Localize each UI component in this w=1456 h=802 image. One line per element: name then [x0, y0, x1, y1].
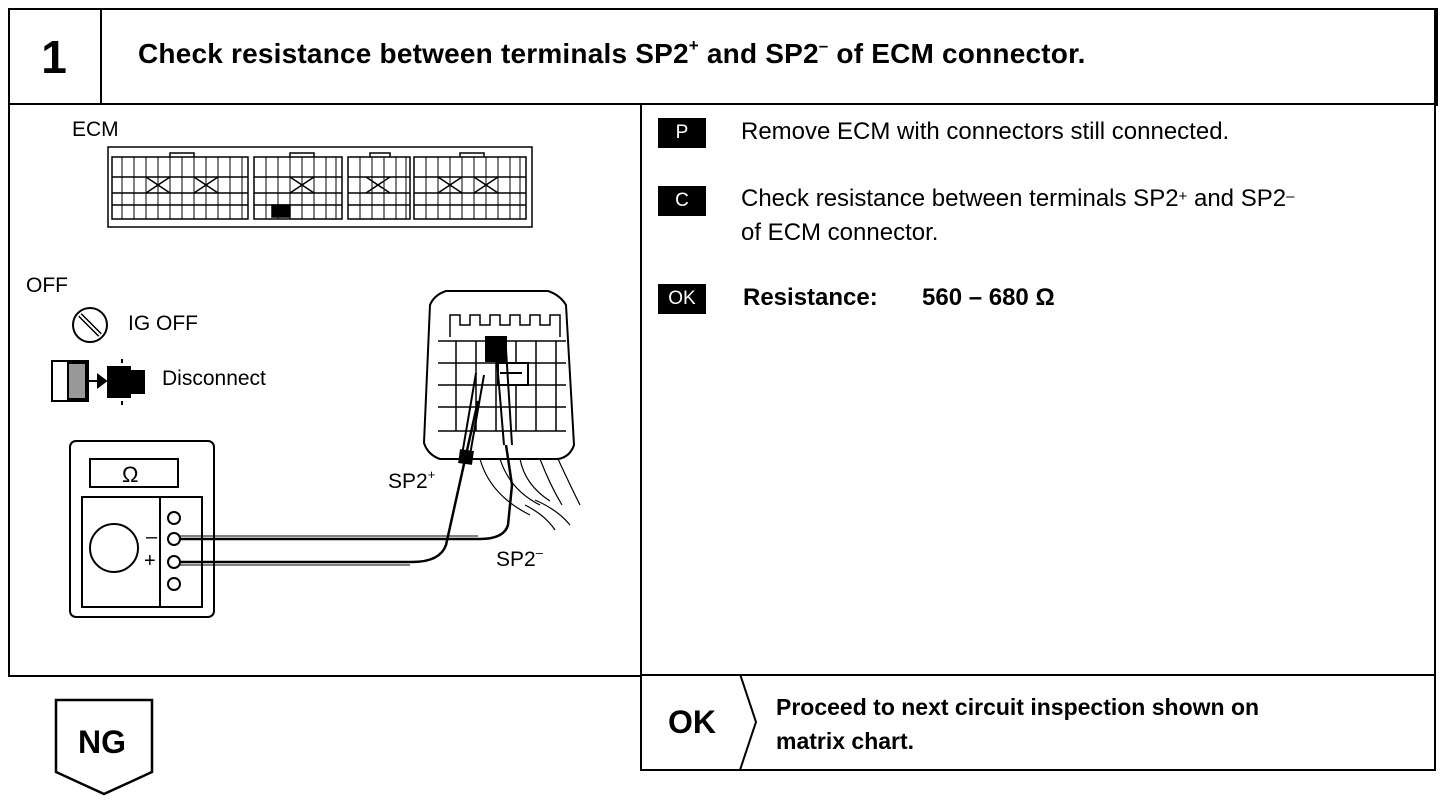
- connector-with-probes: [422, 290, 581, 531]
- instruction-panel-bottom: [640, 674, 1436, 676]
- c-line1-minus: –: [1286, 188, 1295, 205]
- test-leads: [180, 400, 514, 566]
- ok-box-bottom: [640, 769, 1436, 771]
- ok-result-line1: Proceed to next circuit inspection shown…: [776, 694, 1260, 720]
- step-title-mid: and SP2: [698, 38, 819, 69]
- disconnect-label: Disconnect: [162, 367, 266, 390]
- sp2-plus-label: SP2+: [388, 467, 436, 494]
- sp2-plus-base: SP2: [388, 470, 428, 493]
- step-title-post: of ECM connector.: [828, 38, 1086, 69]
- meter-minus-sign: –: [146, 526, 158, 548]
- ecm-connector-illustration: [107, 146, 533, 228]
- step-title-minus: –: [818, 36, 829, 55]
- step-header-frame: [8, 8, 1438, 106]
- step-number: 1: [41, 31, 67, 83]
- c-line1-mid: and SP2: [1187, 185, 1287, 212]
- step-title: Check resistance between terminals SP2+ …: [138, 36, 1086, 70]
- off-label: OFF: [26, 274, 68, 297]
- ohm-symbol: Ω: [122, 462, 139, 487]
- step-number-cell: 1: [8, 8, 102, 104]
- diagram-panel: [8, 103, 642, 677]
- step-title-pre: Check resistance between terminals SP2: [138, 38, 689, 69]
- c-instruction-line2: of ECM connector.: [741, 219, 939, 246]
- sp2-plus-sup: +: [427, 467, 436, 482]
- step-title-plus: +: [688, 36, 699, 55]
- ok-badge: OK: [658, 284, 706, 314]
- meter-plus-sign: +: [144, 550, 156, 572]
- ng-result-label: NG: [78, 724, 126, 760]
- c-badge: C: [658, 186, 706, 216]
- wiring-diagram: [51, 146, 581, 618]
- sp2-minus-base: SP2: [496, 548, 536, 571]
- resistance-label: Resistance:: [743, 284, 878, 311]
- p-badge: P: [658, 118, 706, 148]
- right-border: [1434, 8, 1436, 771]
- ig-off-label: IG OFF: [128, 312, 198, 335]
- ng-arrow-shape: [54, 698, 154, 796]
- c-line1-plus: +: [1178, 188, 1188, 205]
- c-line1-pre: Check resistance between terminals SP2: [741, 185, 1179, 212]
- ok-chevron-divider: [739, 674, 758, 771]
- sp2-minus-label: SP2–: [496, 545, 543, 572]
- panel-divider: [640, 103, 642, 771]
- ok-result-line2: matrix chart.: [776, 728, 915, 754]
- ohmmeter-illustration: [69, 440, 215, 618]
- ignition-switch-icon: [72, 307, 108, 343]
- resistance-value: 560 – 680 Ω: [922, 284, 1055, 311]
- ok-result-label: OK: [668, 704, 716, 740]
- header-divider: [8, 103, 1438, 105]
- sp2-minus-sup: –: [535, 545, 543, 560]
- disconnect-connector-icon: [51, 359, 145, 405]
- c-instruction-line1: Check resistance between terminals SP2+ …: [741, 182, 1294, 216]
- ecm-label: ECM: [72, 118, 119, 141]
- p-instruction: Remove ECM with connectors still connect…: [741, 118, 1230, 145]
